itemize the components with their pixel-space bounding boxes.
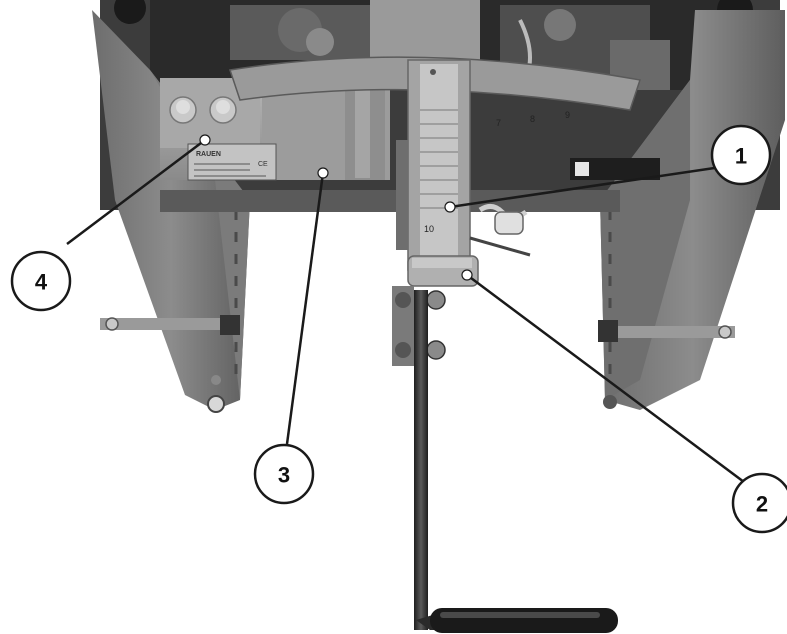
column-mark: 10	[424, 224, 434, 234]
callout-4-number: 4	[35, 270, 48, 295]
callout-1-number: 1	[735, 144, 747, 169]
nameplate-brand: RAUEN	[196, 151, 221, 158]
callout-2-number: 2	[756, 492, 768, 517]
crossbeam	[160, 190, 620, 212]
callout-2: 2	[731, 472, 787, 534]
crank-handle	[392, 286, 618, 633]
vertical-column: 10	[396, 59, 531, 271]
nameplate-mark: CE	[258, 161, 268, 168]
scale-label-8: 8	[530, 114, 535, 124]
right-frame-leg	[570, 10, 785, 410]
bracket	[407, 255, 479, 287]
scale-label-9: 9	[565, 110, 570, 120]
callout-leaders	[66, 134, 745, 484]
callout-3-number: 3	[278, 463, 290, 488]
scale-label-7: 7	[496, 118, 501, 128]
nameplate: RAUEN CE	[187, 143, 277, 181]
callout-4: 4	[10, 250, 72, 312]
callout-3: 3	[253, 443, 315, 505]
callout-1: 1	[710, 124, 772, 186]
